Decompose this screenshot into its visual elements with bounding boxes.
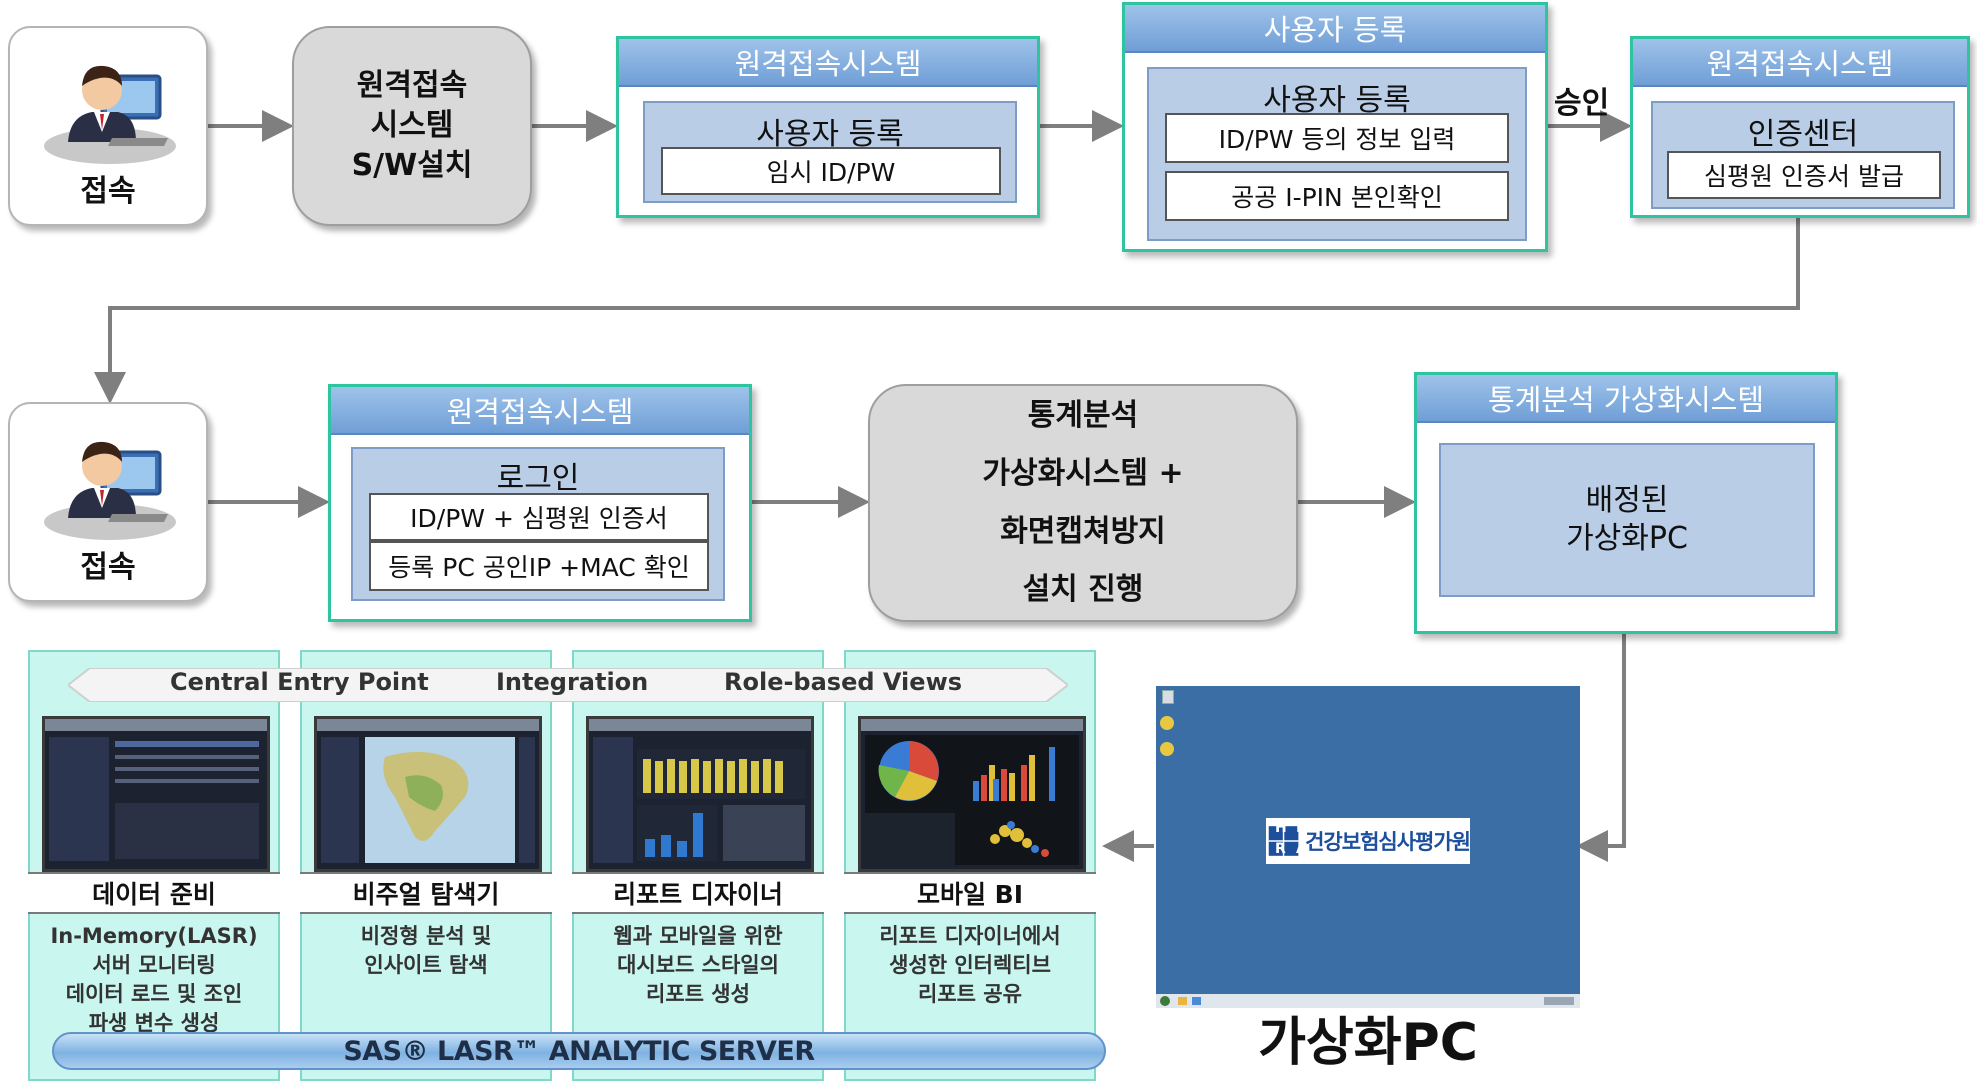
hira-letter-i: I (1296, 820, 1302, 836)
hira-org-name: 건강보험심사평가원 (1305, 830, 1471, 854)
hira-logo: H I R A 건강보험심사평가원 (1266, 818, 1471, 864)
panel-header: 원격접속시스템 (619, 39, 1037, 87)
panel-header: 원격접속시스템 (1633, 39, 1967, 87)
feature-desc-mobile-bi: 리포트 디자이너에서 생성한 인터렉티브 리포트 공유 (848, 922, 1092, 1009)
hira-letter-a: A (1296, 841, 1307, 857)
process-line-1: 통계분석 (1027, 398, 1139, 433)
signup-panel: 사용자 등록 사용자 등록 ID/PW 등의 정보 입력 공공 I-PIN 본인… (1122, 2, 1548, 252)
desktop-app-icon-2 (1160, 742, 1174, 756)
user-access-box-2: 접속 (8, 402, 208, 602)
sas-lasr-server-label: SAS® LASR™ ANALYTIC SERVER (343, 1035, 815, 1067)
panel-header: 통계분석 가상화시스템 (1417, 375, 1835, 423)
feature-title-mobile-bi: 모바일 BI (844, 872, 1096, 914)
tray-clock (1544, 997, 1574, 1005)
sas-lasr-server-bar: SAS® LASR™ ANALYTIC SERVER (52, 1032, 1106, 1070)
data-prep-screenshot (42, 716, 270, 872)
desc-line: 서버 모니터링 (92, 953, 216, 977)
hira-letter-r: R (1275, 841, 1286, 857)
user-access-label: 접속 (80, 550, 136, 585)
idpw-cert-field: ID/PW + 심평원 인증서 (369, 493, 709, 541)
signup-inner-box: 사용자 등록 ID/PW 등의 정보 입력 공공 I-PIN 본인확인 (1147, 67, 1527, 241)
desc-line: 파생 변수 생성 (88, 1011, 220, 1035)
mobile-bi-screenshot (858, 716, 1086, 872)
assigned-pc-line-2: 가상화PC (1566, 521, 1688, 556)
cert-center-title: 인증센터 (1747, 117, 1859, 152)
desc-line: 비정형 분석 및 (360, 924, 492, 948)
virtual-pc-caption: 가상화PC (1258, 1013, 1478, 1073)
user-access-label: 접속 (80, 174, 136, 209)
hira-letter-h: H (1275, 820, 1287, 836)
ribbon-integration: Integration (496, 668, 649, 696)
sw-install-line-2: 시스템 (370, 108, 454, 143)
taskbar (1156, 994, 1580, 1008)
desc-line: 리포트 공유 (918, 982, 1022, 1006)
feature-title-visual-explorer: 비주얼 탐색기 (300, 872, 552, 914)
virtual-pc-desktop: H I R A 건강보험심사평가원 (1156, 686, 1580, 1008)
sas-feature-block: Central Entry Point Integration Role-bas… (28, 650, 1106, 1081)
visual-explorer-screenshot (314, 716, 542, 872)
taskbar-app-icon (1178, 997, 1187, 1005)
login-panel: 원격접속시스템 로그인 ID/PW + 심평원 인증서 등록 PC 공인IP +… (328, 384, 752, 622)
desktop-app-icon (1160, 716, 1174, 730)
desc-line: 웹과 모바일을 위한 (613, 924, 783, 948)
login-inner-box: 로그인 ID/PW + 심평원 인증서 등록 PC 공인IP +MAC 확인 (351, 447, 725, 601)
virtualization-system-panel: 통계분석 가상화시스템 배정된 가상화PC (1414, 372, 1838, 634)
arrow-cert-to-user2 (94, 218, 1800, 404)
feature-title-data-prep: 데이터 준비 (28, 872, 280, 914)
desc-line: 생성한 인터렉티브 (889, 953, 1051, 977)
feature-title-report-designer: 리포트 디자이너 (572, 872, 824, 914)
temp-idpw-field: 임시 ID/PW (661, 147, 1001, 195)
register-title: 사용자 등록 (756, 117, 904, 152)
desc-line: In-Memory(LASR) (50, 924, 258, 948)
process-line-4: 설치 진행 (1022, 572, 1144, 607)
desc-line: 인사이트 탐색 (364, 953, 488, 977)
ribbon-central-entry: Central Entry Point (170, 668, 429, 696)
ip-mac-check-field: 등록 PC 공인IP +MAC 확인 (369, 541, 709, 591)
recycle-bin-icon (1162, 690, 1174, 704)
desc-line: 리포트 생성 (646, 982, 750, 1006)
cert-inner-box: 인증센터 심평원 인증서 발급 (1651, 101, 1955, 209)
panel-header: 원격접속시스템 (331, 387, 749, 435)
user-computer-icon (44, 65, 176, 164)
login-title: 로그인 (496, 461, 580, 496)
sw-install-line-3: S/W설치 (351, 148, 473, 183)
register-inner-box: 사용자 등록 임시 ID/PW (643, 101, 1017, 203)
hira-emblem-icon (1268, 826, 1299, 856)
temp-register-panel: 원격접속시스템 사용자 등록 임시 ID/PW (616, 36, 1040, 218)
entry-point-ribbon (68, 668, 1068, 702)
assigned-pc-box: 배정된 가상화PC (1439, 443, 1815, 597)
user-access-box: 접속 (8, 26, 208, 226)
arrow-virtual-to-desktop (1576, 634, 1626, 862)
info-input-field: ID/PW 등의 정보 입력 (1165, 113, 1509, 163)
panel-header: 사용자 등록 (1125, 5, 1545, 53)
feature-desc-visual-explorer: 비정형 분석 및 인사이트 탐색 (304, 922, 548, 980)
start-button-icon (1160, 996, 1170, 1006)
assigned-pc-line-1: 배정된 (1585, 483, 1669, 518)
signup-title: 사용자 등록 (1263, 83, 1411, 118)
process-line-2: 가상화시스템 + (982, 456, 1184, 491)
virtualization-install-box: 통계분석 가상화시스템 + 화면캡쳐방지 설치 진행 (868, 384, 1298, 622)
cert-center-panel: 원격접속시스템 인증센터 심평원 인증서 발급 (1630, 36, 1970, 218)
cert-issue-field: 심평원 인증서 발급 (1667, 151, 1941, 199)
feature-desc-report-designer: 웹과 모바일을 위한 대시보드 스타일의 리포트 생성 (576, 922, 820, 1009)
approval-label: 승인 (1554, 86, 1610, 121)
desc-line: 리포트 디자이너에서 (879, 924, 1061, 948)
ipin-verify-field: 공공 I-PIN 본인확인 (1165, 171, 1509, 221)
ribbon-role-based: Role-based Views (724, 668, 963, 696)
taskbar-app-icon-2 (1192, 997, 1201, 1005)
sw-install-line-1: 원격접속 (356, 68, 468, 103)
report-designer-screenshot (586, 716, 814, 872)
user-computer-icon (44, 441, 176, 540)
sw-install-box: 원격접속 시스템 S/W설치 (292, 26, 532, 226)
process-line-3: 화면캡쳐방지 (1000, 514, 1166, 549)
desc-line: 데이터 로드 및 조인 (65, 982, 243, 1006)
feature-desc-data-prep: In-Memory(LASR) 서버 모니터링 데이터 로드 및 조인 파생 변… (32, 922, 276, 1038)
desc-line: 대시보드 스타일의 (617, 953, 779, 977)
